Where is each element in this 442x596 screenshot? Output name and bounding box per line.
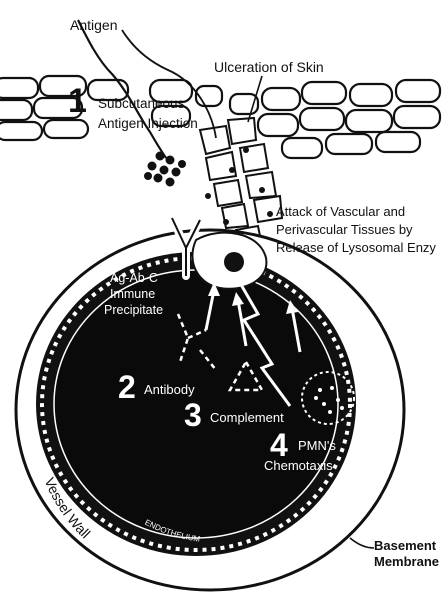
- endothelium-cells-ring: [40, 256, 352, 552]
- step2-number: 2: [118, 369, 136, 405]
- ulceration-label: Ulceration of Skin: [214, 59, 324, 75]
- step4-line1: PMN's: [298, 438, 336, 453]
- attack-line2: Perivascular Tissues by: [276, 222, 413, 237]
- antibody-dashed-y: [176, 313, 217, 371]
- attack-line1: Attack of Vascular and: [276, 204, 405, 219]
- released-granules: [205, 147, 273, 239]
- immune-line1: Ag-Ab-C: [110, 271, 158, 285]
- step1-line2: Antigen Injection: [98, 116, 198, 131]
- antigen-injection-line: [77, 19, 167, 159]
- step4-number: 4: [270, 427, 288, 463]
- step3-label: Complement: [210, 410, 284, 425]
- lysosomal-release-bolt: [234, 275, 292, 407]
- immune-complex-nucleus: [224, 252, 244, 272]
- step3-number: 3: [184, 397, 202, 433]
- immune-line3: Precipitate: [104, 303, 163, 317]
- basement-pointer-line: [349, 537, 375, 549]
- step4-line2: Chemotaxis: [264, 458, 333, 473]
- step2-label: Antibody: [144, 382, 195, 397]
- step1-line1: Subcutaneous: [98, 96, 185, 111]
- attack-line3: Release of Lysosomal Enzy: [276, 240, 436, 255]
- pmn-granules: [314, 386, 344, 414]
- antibody-y-outline: [171, 217, 201, 276]
- basement-line2: Membrane: [374, 554, 439, 569]
- chemotaxis-arrows: [204, 282, 302, 353]
- pmn-cell: [301, 371, 355, 425]
- step1-number: 1: [68, 82, 87, 120]
- complement-triangle: [227, 359, 265, 392]
- antigen-pointer-line: [121, 29, 217, 139]
- immune-line2: Immune: [110, 287, 155, 301]
- antigen-particles: [144, 151, 186, 187]
- antigen-label: Antigen: [70, 17, 117, 33]
- skin-layer: [0, 74, 442, 160]
- basement-line1: Basement: [374, 538, 437, 553]
- ulceration-pointer-line: [247, 75, 263, 123]
